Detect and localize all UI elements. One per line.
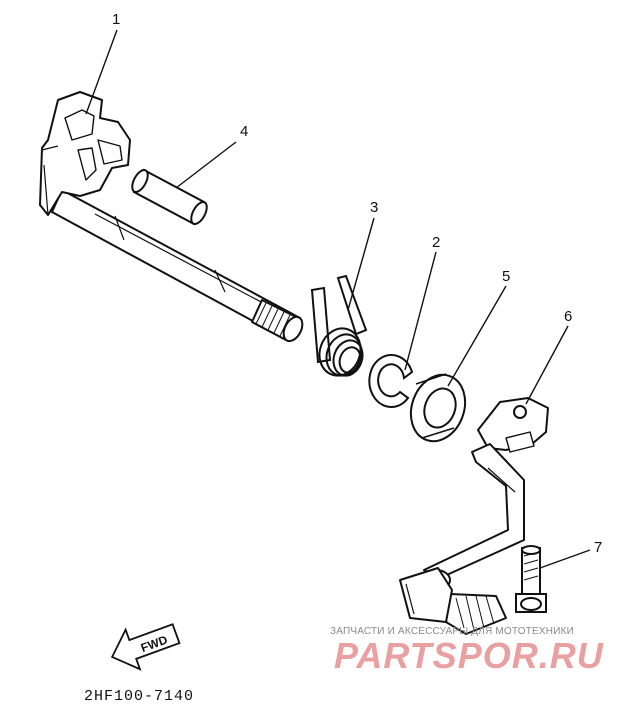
- leader-line-3: [347, 217, 375, 311]
- shift-pedal: [399, 397, 549, 635]
- callout-number-7: 7: [594, 539, 603, 556]
- torsion-spring: [310, 274, 368, 377]
- callout-number-6: 6: [564, 308, 573, 325]
- oil-seal: [409, 373, 467, 443]
- leader-line-2: [404, 251, 437, 371]
- pin: [131, 168, 208, 226]
- callout-number-1: 1: [112, 11, 121, 28]
- callout-number-3: 3: [370, 199, 379, 216]
- fwd-arrow: FWD: [110, 623, 181, 671]
- drawing-code: 2HF100-7140: [84, 688, 195, 705]
- watermark-tagline: ЗАПЧАСТИ И АКСЕССУАРЫ ДЛЯ МОТОТЕХНИКИ: [330, 626, 575, 637]
- watermark-site[interactable]: PARTSPOR.RU: [334, 635, 604, 676]
- leader-line-5: [447, 285, 507, 387]
- callout-number-4: 4: [240, 123, 249, 140]
- leader-line-6: [525, 325, 569, 405]
- leader-line-1: [85, 29, 118, 115]
- circlip: [368, 354, 414, 408]
- shift-shaft: [39, 91, 304, 343]
- leader-line-7: [539, 549, 591, 569]
- bolt: [515, 545, 547, 613]
- callout-number-2: 2: [432, 234, 441, 251]
- leader-lines: [85, 29, 591, 569]
- callout-number-5: 5: [502, 268, 511, 285]
- leader-line-4: [175, 141, 237, 189]
